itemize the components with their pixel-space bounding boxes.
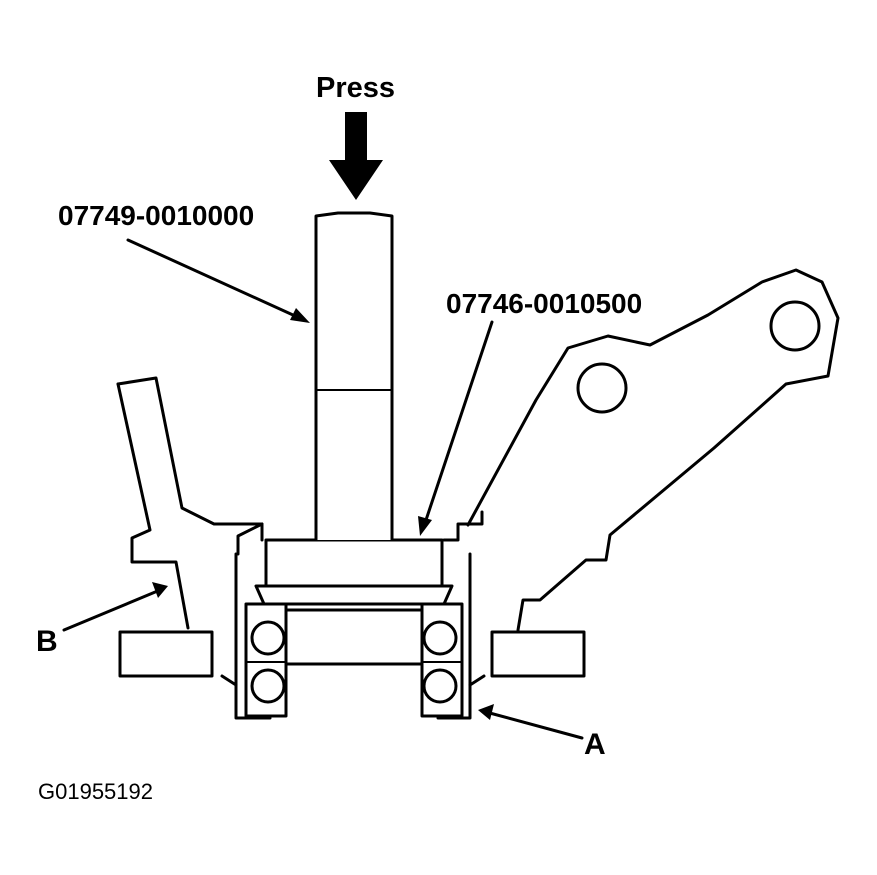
- knuckle-hole-upper: [769, 300, 821, 352]
- leader-tool-attachment-arrowhead: [418, 516, 432, 536]
- knuckle-upper-arm: [116, 376, 264, 526]
- leader-tool-driver-arrowhead: [290, 308, 310, 323]
- press-arrow-icon: [329, 112, 383, 200]
- leader-point-a: [484, 710, 584, 740]
- steering-knuckle: [116, 268, 840, 720]
- bore-flange-right: [442, 510, 484, 542]
- attachment-tool: [254, 538, 454, 606]
- housing-wall-left: [234, 552, 272, 720]
- wheel-bearing: [244, 602, 464, 718]
- tool-attachment-label: 07746-0010500: [446, 288, 643, 319]
- driver-tool: [314, 211, 394, 540]
- bearing-ball-lower-right: [422, 668, 458, 704]
- figure-id-label: G01955192: [38, 779, 153, 804]
- support-block-left: [118, 630, 214, 678]
- leader-point-b: [62, 588, 162, 632]
- bearing-inner-race: [284, 608, 424, 666]
- point-a-label: A: [584, 728, 606, 761]
- driver-shaft: [314, 211, 394, 540]
- bore-flange-left: [236, 522, 264, 556]
- leader-tool-attachment: [422, 320, 494, 528]
- attachment-upper-disc: [264, 538, 444, 588]
- press-label: Press: [316, 72, 396, 104]
- support-block-right: [490, 630, 586, 678]
- housing-wall-right: [436, 552, 472, 720]
- attachment-lower-disc: [254, 584, 454, 606]
- bearing-ball-upper-left: [250, 620, 286, 656]
- leader-point-a-arrowhead: [478, 704, 494, 720]
- knuckle-left-body: [116, 382, 190, 630]
- point-b-label: B: [36, 625, 58, 658]
- knuckle-hole-lower: [576, 362, 628, 414]
- housing-chamfer-right: [468, 674, 486, 687]
- leader-point-b-arrowhead: [152, 582, 168, 598]
- leader-tool-driver: [126, 238, 306, 322]
- leader-lines: [62, 238, 584, 740]
- housing-chamfer-left: [220, 674, 238, 687]
- tool-driver-label: 07749-0010000: [58, 200, 255, 231]
- knuckle-steering-arm: [466, 268, 840, 632]
- bearing-ball-upper-right: [422, 620, 458, 656]
- bearing-ball-lower-left: [250, 668, 286, 704]
